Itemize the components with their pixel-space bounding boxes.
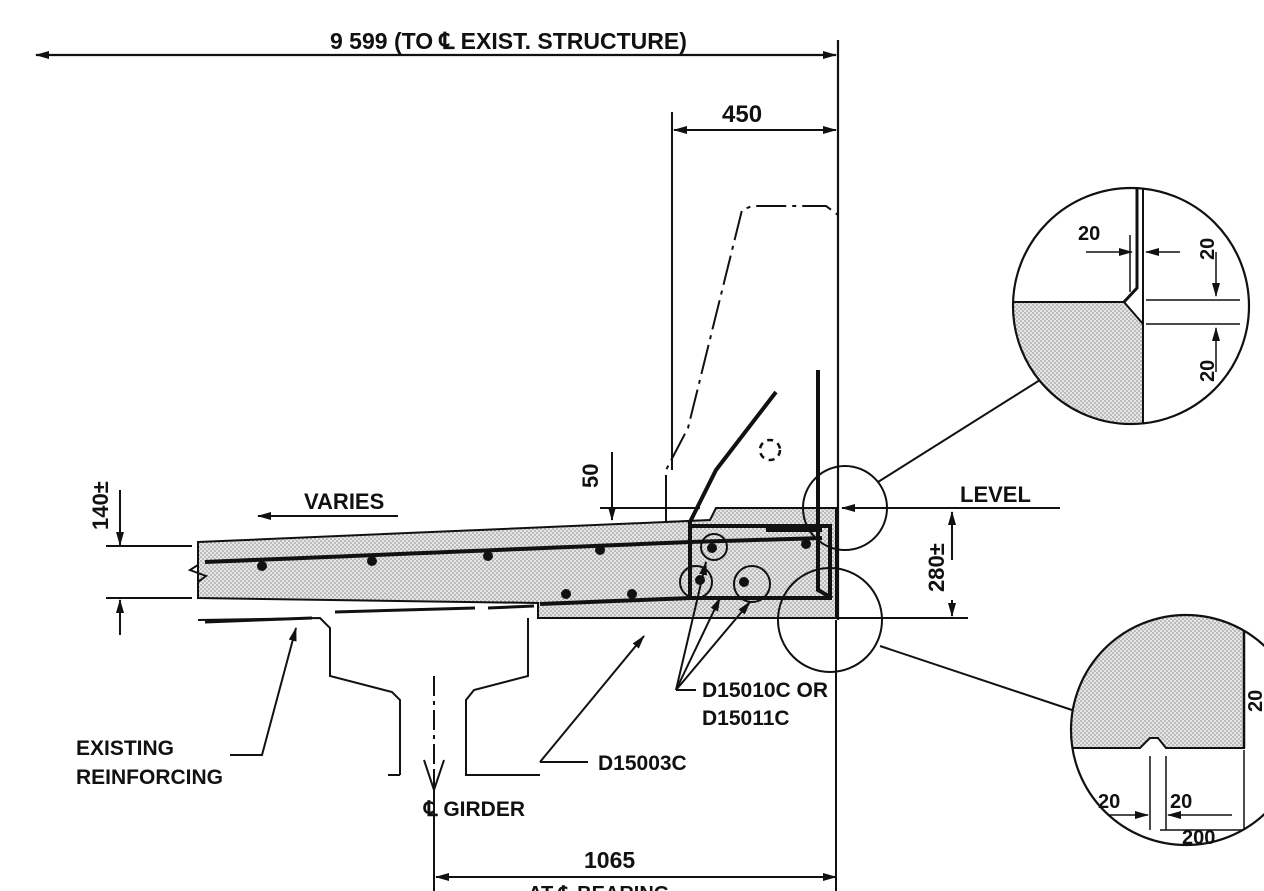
detail-bottom-dim-a: 20 bbox=[1245, 690, 1264, 712]
dim-140 bbox=[106, 490, 192, 635]
at-bearing-label: AT ℄ BEARING bbox=[528, 883, 669, 891]
detail-top-dim-b: 20 bbox=[1197, 238, 1219, 260]
barrier-outline bbox=[665, 205, 839, 505]
detail-bottom bbox=[1069, 613, 1264, 847]
girder-centerline bbox=[423, 759, 445, 891]
deck-rebar bbox=[204, 540, 691, 624]
dim-50-label: 50 bbox=[578, 464, 603, 488]
detail-top-dim-a: 20 bbox=[1078, 223, 1100, 245]
callout-d15010c-line1: D15010C OR bbox=[702, 679, 828, 702]
dim-140-label: 140± bbox=[88, 481, 113, 530]
callout-d15003c: D15003C bbox=[598, 752, 687, 775]
dim-450 bbox=[671, 112, 837, 470]
detail-locators bbox=[777, 379, 1079, 713]
existing-reinforcing-line2: REINFORCING bbox=[76, 766, 223, 789]
detail-bottom-dim-b: 20 bbox=[1098, 791, 1120, 813]
dim-280-label: 280± bbox=[924, 543, 949, 592]
girder-outline bbox=[197, 616, 540, 776]
break-line bbox=[187, 542, 209, 598]
rebar-dots bbox=[257, 539, 811, 599]
level-label: LEVEL bbox=[960, 482, 1031, 507]
detail-top bbox=[1011, 186, 1251, 426]
dim-50 bbox=[600, 452, 700, 521]
barrier-rebar bbox=[688, 370, 833, 600]
girder-label: ℄ GIRDER bbox=[423, 798, 525, 821]
top-dimension-label: 9 599 (TO ℄ EXIST. STRUCTURE) bbox=[330, 28, 687, 54]
varies-label: VARIES bbox=[304, 489, 384, 514]
leaders bbox=[230, 561, 751, 763]
detail-top-dim-c: 20 bbox=[1197, 360, 1219, 382]
existing-reinforcing-line1: EXISTING bbox=[76, 737, 174, 760]
detail-bottom-dim-d: 200 bbox=[1182, 827, 1215, 849]
bar-callout-circles bbox=[679, 533, 771, 603]
dim-1065 bbox=[435, 620, 837, 891]
deck-slab bbox=[197, 507, 837, 619]
level-line bbox=[838, 504, 1060, 619]
detail-bottom-dim-c: 20 bbox=[1170, 791, 1192, 813]
callout-d15010c-line2: D15011C bbox=[702, 707, 790, 730]
top-dimension bbox=[35, 40, 840, 620]
hidden-bar-circle bbox=[758, 438, 782, 462]
dim-450-label: 450 bbox=[722, 101, 762, 128]
dim-1065-label: 1065 bbox=[584, 847, 635, 873]
